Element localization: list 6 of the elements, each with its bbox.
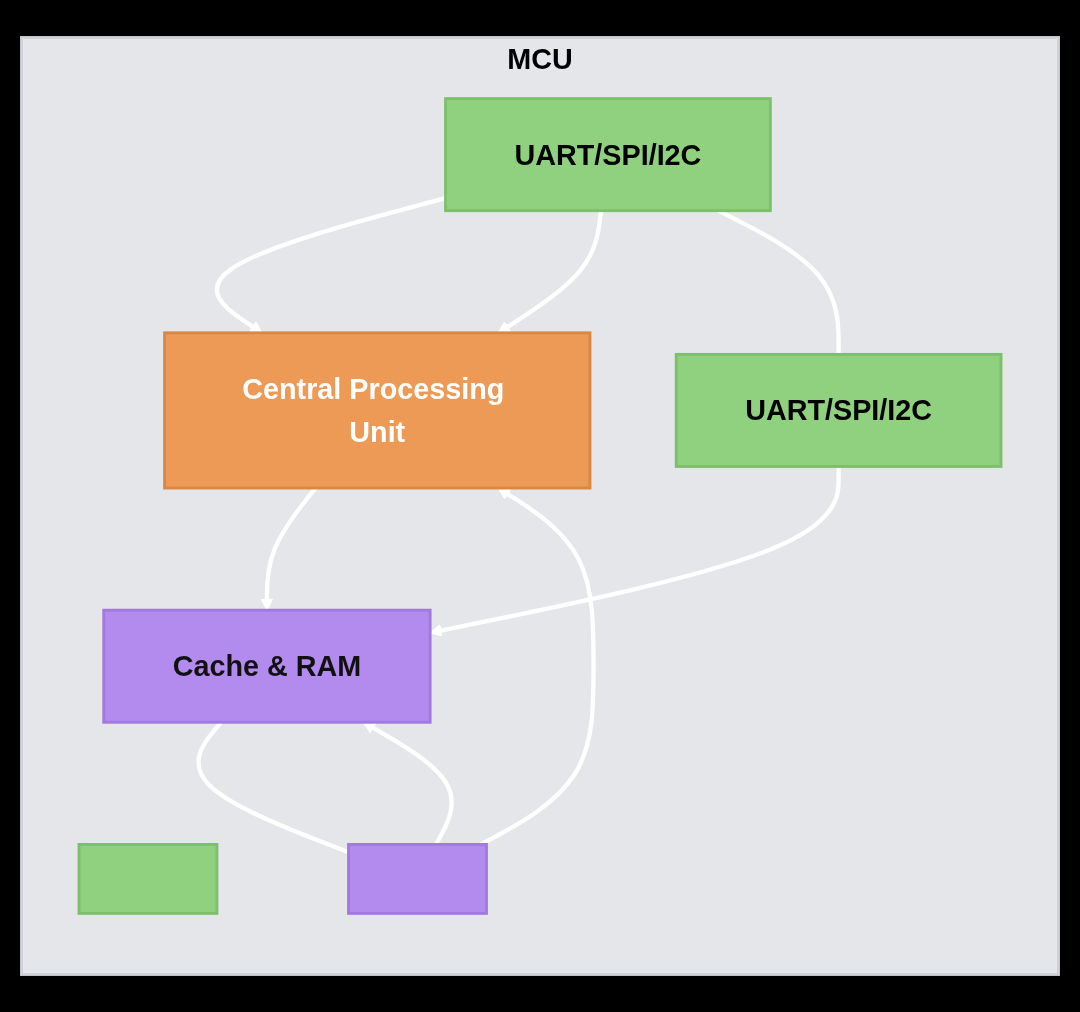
- node-box: Central Processing Unit: [163, 331, 592, 490]
- node-box: UART/SPI/I2C: [674, 352, 1003, 468]
- node-box: Cache & RAM: [102, 608, 432, 724]
- node-box: [77, 843, 219, 915]
- node-box: UART/SPI/I2C: [444, 97, 772, 213]
- node-box: [347, 843, 488, 915]
